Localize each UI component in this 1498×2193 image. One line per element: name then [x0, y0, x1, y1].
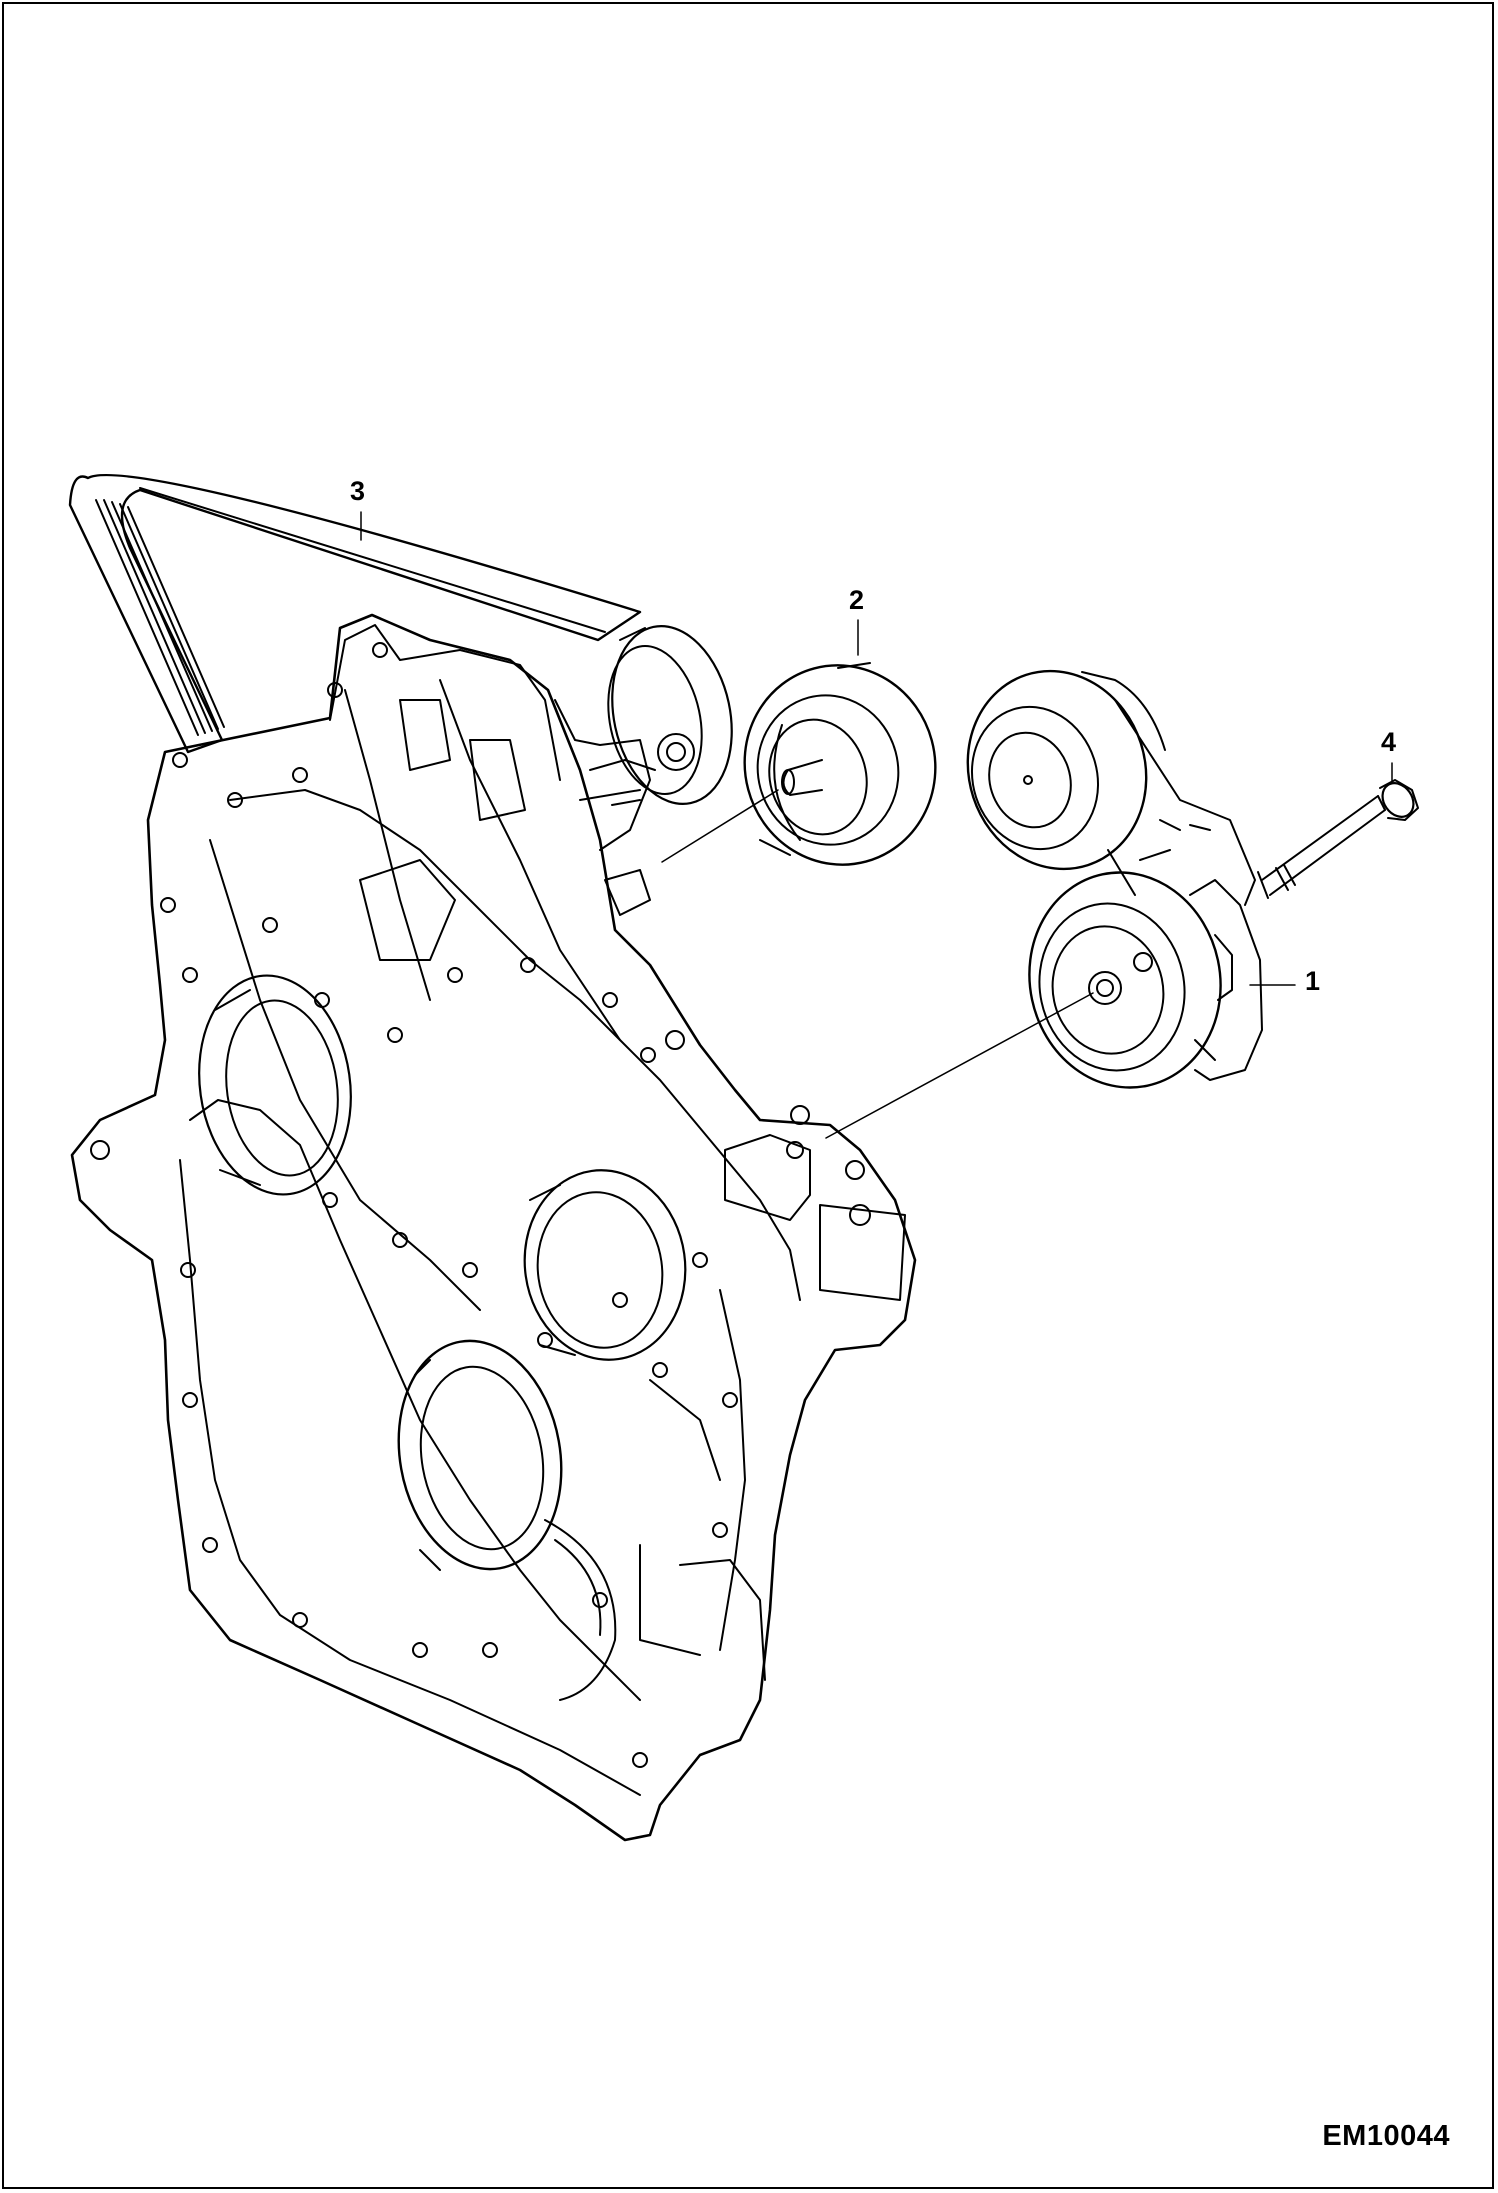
mounting-bolt	[1257, 762, 1419, 899]
timing-cover	[70, 613, 917, 1842]
callout-1: 1	[1305, 966, 1321, 996]
idler-pulley	[661, 662, 937, 866]
callout-3: 3	[350, 476, 366, 506]
callout-2: 2	[849, 585, 865, 615]
belt-tensioner	[825, 669, 1296, 1139]
callout-4: 4	[1381, 727, 1397, 757]
drive-belt	[68, 473, 642, 754]
cover-pulley	[607, 625, 733, 806]
drawing-id-label: EM10044	[1322, 2120, 1450, 2152]
